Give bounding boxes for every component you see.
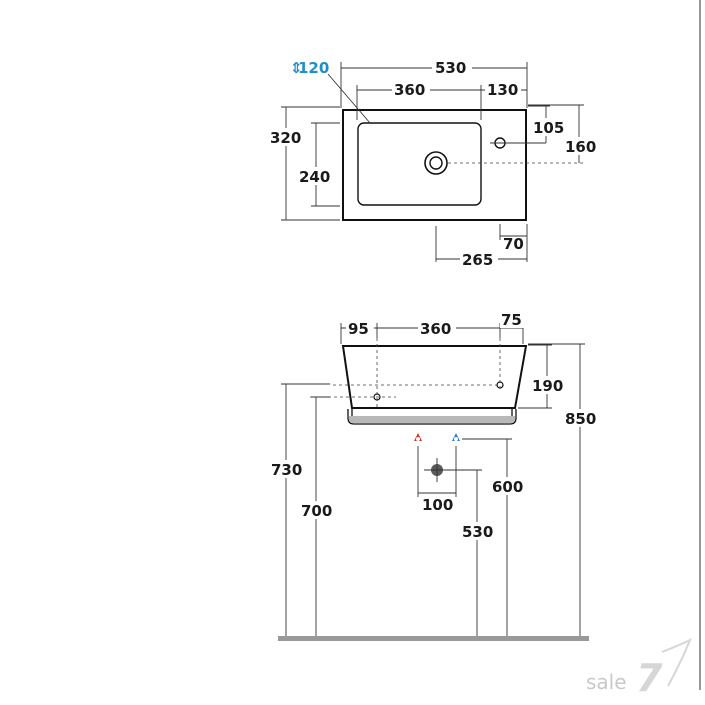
dim-drain-70: 70	[503, 235, 524, 253]
logo-mark-icon: 7	[636, 656, 663, 700]
dim-width-360: 360	[394, 81, 425, 99]
dim-height-730: 730	[271, 461, 302, 479]
dim-front-75: 75	[501, 311, 522, 329]
dim-front-360: 360	[420, 320, 451, 338]
dim-tap-105: 105	[533, 119, 564, 137]
dim-width-130: 130	[487, 81, 518, 99]
dim-height-700: 700	[301, 502, 332, 520]
basin-outline-front	[341, 345, 528, 409]
dim-width-530: 530	[435, 59, 466, 77]
dim-front-95: 95	[348, 320, 369, 338]
dim-height-600: 600	[492, 478, 523, 496]
bowl-outline-top	[357, 122, 482, 206]
dim-drain-160: 160	[565, 138, 596, 156]
towel-bar	[349, 416, 515, 423]
floor-line	[278, 636, 589, 641]
dim-front-190: 190	[532, 377, 563, 395]
logo-text: sale	[586, 670, 627, 694]
top-view: ⇕ 120 530 360 130 320 240 105	[268, 58, 601, 269]
dim-spacing-100: 100	[422, 496, 453, 514]
depth-label: 120	[298, 59, 329, 77]
drain-inner-icon	[429, 156, 443, 170]
dim-height-850: 850	[565, 410, 596, 428]
dim-height-320: 320	[270, 129, 301, 147]
brand-logo: sale 7	[586, 637, 692, 700]
dim-height-240: 240	[299, 168, 330, 186]
dim-height-530: 530	[462, 523, 493, 541]
depth-arrow-icon: ⇕	[290, 59, 303, 77]
dim-drain-265: 265	[462, 251, 493, 269]
front-view: 95 360 75 190 850 730 700	[269, 311, 601, 641]
